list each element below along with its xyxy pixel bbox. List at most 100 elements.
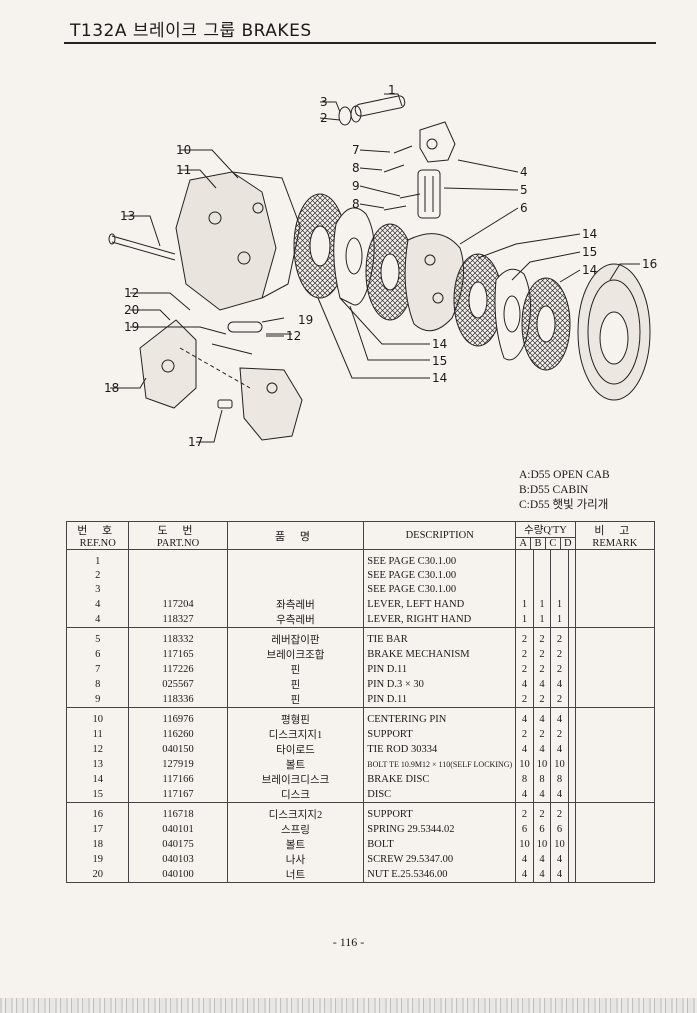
cell-part xyxy=(128,582,228,598)
callout-10: 10 xyxy=(176,143,191,157)
cell-name: 너트 xyxy=(226,867,365,884)
cell-part: 116718 xyxy=(128,802,228,823)
cell-qty-b: 1 xyxy=(532,597,552,613)
cell-description: LEVER, RIGHT HAND xyxy=(363,612,517,629)
cell-name: 핀 xyxy=(226,662,365,678)
cell-ref: 20 xyxy=(65,867,130,884)
cell-qty-d xyxy=(567,772,576,788)
cell-ref: 17 xyxy=(65,822,130,838)
header-description: DESCRIPTION xyxy=(363,521,517,550)
cell-qty-d xyxy=(567,822,576,838)
cell-qty-c xyxy=(550,582,569,598)
cell-description: BOLT xyxy=(363,837,517,853)
cell-description: PIN D.3 × 30 xyxy=(363,677,517,693)
cell-qty-c: 4 xyxy=(550,677,569,693)
cell-qty-c: 4 xyxy=(550,852,569,868)
cell-part: 118332 xyxy=(128,627,228,648)
cell-remark xyxy=(574,692,656,709)
cell-part: 117226 xyxy=(128,662,228,678)
cell-qty-d xyxy=(567,677,576,693)
page-number: - 116 - xyxy=(332,935,365,949)
cell-qty-d xyxy=(567,582,576,598)
cell-remark xyxy=(574,582,656,598)
cell-ref: 8 xyxy=(65,677,130,693)
cell-name: 디스크 xyxy=(226,787,365,804)
cell-qty-d xyxy=(567,787,576,804)
callout-6: 6 xyxy=(520,201,528,215)
cell-qty-d xyxy=(567,597,576,613)
cell-qty-b: 10 xyxy=(532,837,552,853)
callout-19b: 19 xyxy=(298,313,313,327)
cell-qty-a xyxy=(515,568,534,583)
cell-remark xyxy=(574,677,656,693)
cell-qty-a: 4 xyxy=(515,867,534,884)
cell-qty-a: 2 xyxy=(515,662,534,678)
cell-name: 우측레버 xyxy=(226,612,365,629)
cell-qty-c: 4 xyxy=(550,742,569,758)
cell-qty-c: 6 xyxy=(550,822,569,838)
cell-qty-d xyxy=(567,802,576,823)
cell-qty-c: 2 xyxy=(550,627,569,648)
cell-part: 118327 xyxy=(128,612,228,629)
cell-part: 116976 xyxy=(128,707,228,728)
cell-qty-a: 4 xyxy=(515,707,534,728)
cell-qty-a: 2 xyxy=(515,802,534,823)
cell-qty-c: 4 xyxy=(550,787,569,804)
cell-qty-a: 2 xyxy=(515,692,534,709)
cell-qty-c: 2 xyxy=(550,662,569,678)
cell-ref: 9 xyxy=(65,692,130,709)
model-legend: A:D55 OPEN CAB B:D55 CABIN C:D55 햇빛 가리개 xyxy=(519,468,610,513)
cell-qty-b: 4 xyxy=(532,852,552,868)
title-rule xyxy=(64,42,656,44)
callout-1: 1 xyxy=(388,83,396,97)
cell-qty-a: 1 xyxy=(515,597,534,613)
cell-remark xyxy=(574,742,656,758)
cell-description: TIE ROD 30334 xyxy=(363,742,517,758)
cell-qty-c: 4 xyxy=(550,707,569,728)
cell-qty-b: 4 xyxy=(532,867,552,884)
cell-qty-b: 2 xyxy=(532,627,552,648)
cell-part: 040175 xyxy=(128,837,228,853)
cell-qty-c: 10 xyxy=(550,757,569,773)
cell-qty-b: 4 xyxy=(532,787,552,804)
callout-8: 8 xyxy=(352,161,360,175)
cell-qty-a: 8 xyxy=(515,772,534,788)
cell-qty-d xyxy=(567,757,576,773)
cell-part: 040101 xyxy=(128,822,228,838)
cell-qty-a: 1 xyxy=(515,612,534,629)
callout-15b: 15 xyxy=(432,354,447,368)
cell-remark xyxy=(574,627,656,648)
callout-19: 19 xyxy=(124,320,139,334)
cell-remark xyxy=(574,852,656,868)
callout-8b: 8 xyxy=(352,197,360,211)
cell-name: 스프링 xyxy=(226,822,365,838)
cell-name: 나사 xyxy=(226,852,365,868)
cell-name: 좌측레버 xyxy=(226,597,365,613)
cell-part: 117167 xyxy=(128,787,228,804)
cell-remark xyxy=(574,647,656,663)
cell-part xyxy=(128,568,228,583)
callout-14c: 14 xyxy=(432,337,447,351)
cell-ref: 14 xyxy=(65,772,130,788)
cell-ref: 16 xyxy=(65,802,130,823)
legend-line-a: A:D55 OPEN CAB xyxy=(519,469,610,481)
cell-qty-a xyxy=(515,549,534,569)
cell-qty-b: 6 xyxy=(532,822,552,838)
cell-ref: 13 xyxy=(65,757,130,773)
legend-line-b: B:D55 CABIN xyxy=(519,484,589,496)
cell-remark xyxy=(574,568,656,583)
cell-remark xyxy=(574,772,656,788)
callout-7: 7 xyxy=(352,143,360,157)
cell-ref: 5 xyxy=(65,627,130,648)
cell-remark xyxy=(574,757,656,773)
cell-qty-b: 8 xyxy=(532,772,552,788)
